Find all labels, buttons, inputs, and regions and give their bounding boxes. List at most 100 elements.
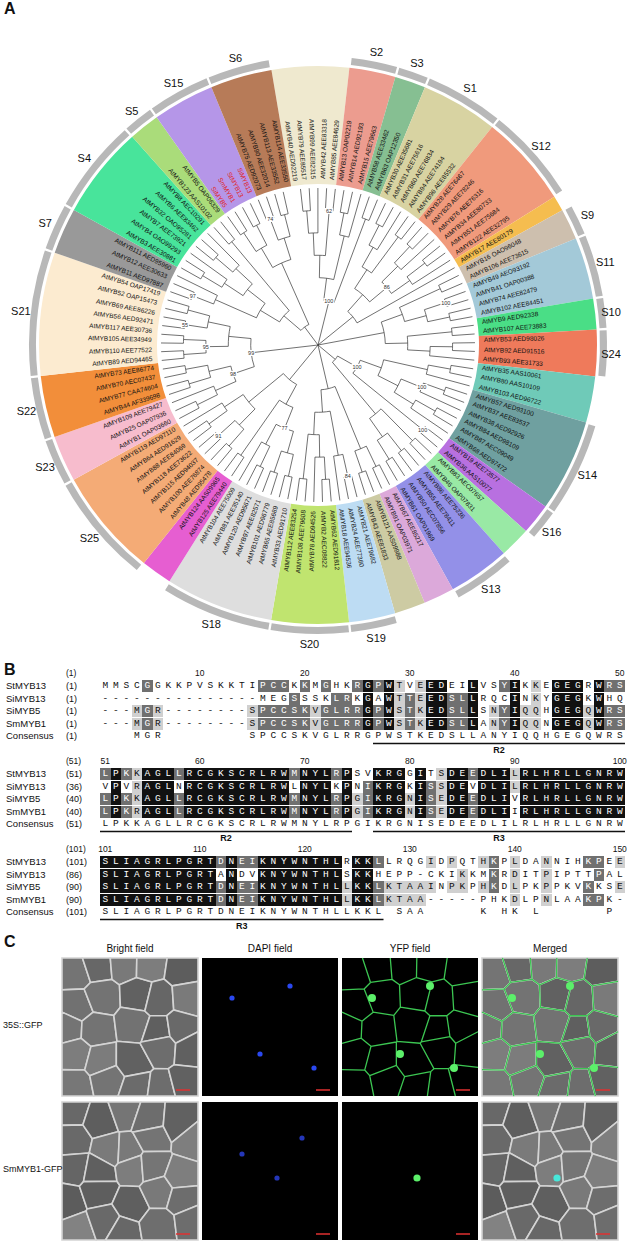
residue: E	[457, 818, 468, 830]
residue: A	[415, 894, 426, 906]
residue: L	[531, 818, 542, 830]
residue: I	[363, 806, 374, 818]
residue: S	[478, 705, 489, 717]
residue: D	[447, 818, 458, 830]
residue: L	[510, 881, 521, 893]
residue: L	[342, 894, 353, 906]
residue: K	[132, 768, 143, 780]
residue: -	[447, 894, 458, 906]
residue: N	[226, 894, 237, 906]
residue: T	[205, 881, 216, 893]
subgroup-arc	[66, 130, 130, 207]
residue: -	[247, 693, 258, 705]
residue: E	[562, 693, 573, 705]
residue: K	[468, 869, 479, 881]
column-header: DAPI field	[248, 943, 292, 955]
residue: R	[184, 781, 195, 793]
subgroup-label: S25	[80, 532, 100, 544]
sequence: LPKKAGLLRCGKSCRLRWMNYLRPGIKRGNISEDEEDLIV…	[100, 793, 625, 805]
ruler-number: 80	[405, 756, 414, 767]
residue: G	[552, 718, 563, 730]
tree-branch	[165, 308, 188, 313]
residue: D	[216, 856, 227, 868]
residue: G	[142, 680, 153, 692]
residue	[562, 906, 573, 918]
residue: -	[184, 693, 195, 705]
residue: I	[510, 806, 521, 818]
residue: V	[100, 781, 111, 793]
residue: A	[142, 806, 153, 818]
tree-branch	[163, 366, 186, 370]
residue: W	[279, 781, 290, 793]
micrograph	[202, 1102, 338, 1240]
tree-branch	[197, 391, 217, 405]
clade-band	[41, 363, 166, 437]
residue: K	[583, 856, 594, 868]
sequence: LPKKAGLLRCGKSCRLRWMNYLRPSVKRGGITSDEEDLIL…	[100, 768, 625, 780]
residue: W	[615, 806, 626, 818]
tree-branch	[274, 451, 287, 472]
residue: D	[478, 793, 489, 805]
tree-branch	[255, 467, 264, 489]
subgroup-arc	[427, 79, 497, 124]
tree-branch	[229, 425, 244, 446]
tree-branch	[313, 233, 320, 255]
residue: S	[226, 806, 237, 818]
residue: E	[426, 718, 437, 730]
residue: L	[331, 718, 342, 730]
residue: L	[468, 693, 479, 705]
residue: N	[268, 881, 279, 893]
residue: D	[436, 856, 447, 868]
tree-branch	[452, 347, 474, 352]
residue: E	[468, 793, 479, 805]
residue: T	[205, 869, 216, 881]
residue: C	[268, 730, 279, 742]
residue: S	[226, 768, 237, 780]
residue: P	[342, 806, 353, 818]
sequence-name: StMYB13	[6, 768, 46, 780]
residue: H	[604, 693, 615, 705]
residue: E	[615, 881, 626, 893]
residue: L	[562, 768, 573, 780]
residue: S	[426, 806, 437, 818]
residue: G	[363, 693, 374, 705]
subgroup-arc	[351, 58, 397, 74]
residue: K	[531, 680, 542, 692]
ruler-number: 70	[300, 756, 309, 767]
residue: V	[478, 680, 489, 692]
subgroup-label: S13	[481, 583, 501, 595]
tree-branch	[203, 276, 225, 288]
tree-branch	[169, 384, 190, 395]
residue: P	[373, 718, 384, 730]
residue: L	[321, 818, 332, 830]
residue: S	[121, 680, 132, 692]
residue	[541, 906, 552, 918]
residue: C	[237, 781, 248, 793]
residue: -	[184, 705, 195, 717]
residue: H	[573, 856, 584, 868]
subgroup-arc	[549, 424, 596, 511]
tree-branch	[395, 216, 408, 237]
tree-branch	[188, 421, 209, 434]
residue: R	[352, 680, 363, 692]
residue	[384, 906, 395, 918]
sequence-name: StMYB13	[6, 856, 46, 868]
residue: N	[489, 730, 500, 742]
residue: Y	[279, 894, 290, 906]
residue: K	[499, 894, 510, 906]
ruler-number: 20	[300, 668, 309, 679]
residue: R	[604, 730, 615, 742]
residue: -	[121, 693, 132, 705]
residue: G	[552, 705, 563, 717]
residue: W	[289, 881, 300, 893]
residue: L	[489, 818, 500, 830]
residue: M	[132, 705, 143, 717]
residue: L	[163, 856, 174, 868]
leaf-label: AtMYB42 AEE83318	[319, 119, 329, 179]
residue: E	[237, 881, 248, 893]
residue: L	[457, 705, 468, 717]
domain-underline	[100, 831, 352, 833]
residue: D	[447, 806, 458, 818]
residue: N	[489, 705, 500, 717]
